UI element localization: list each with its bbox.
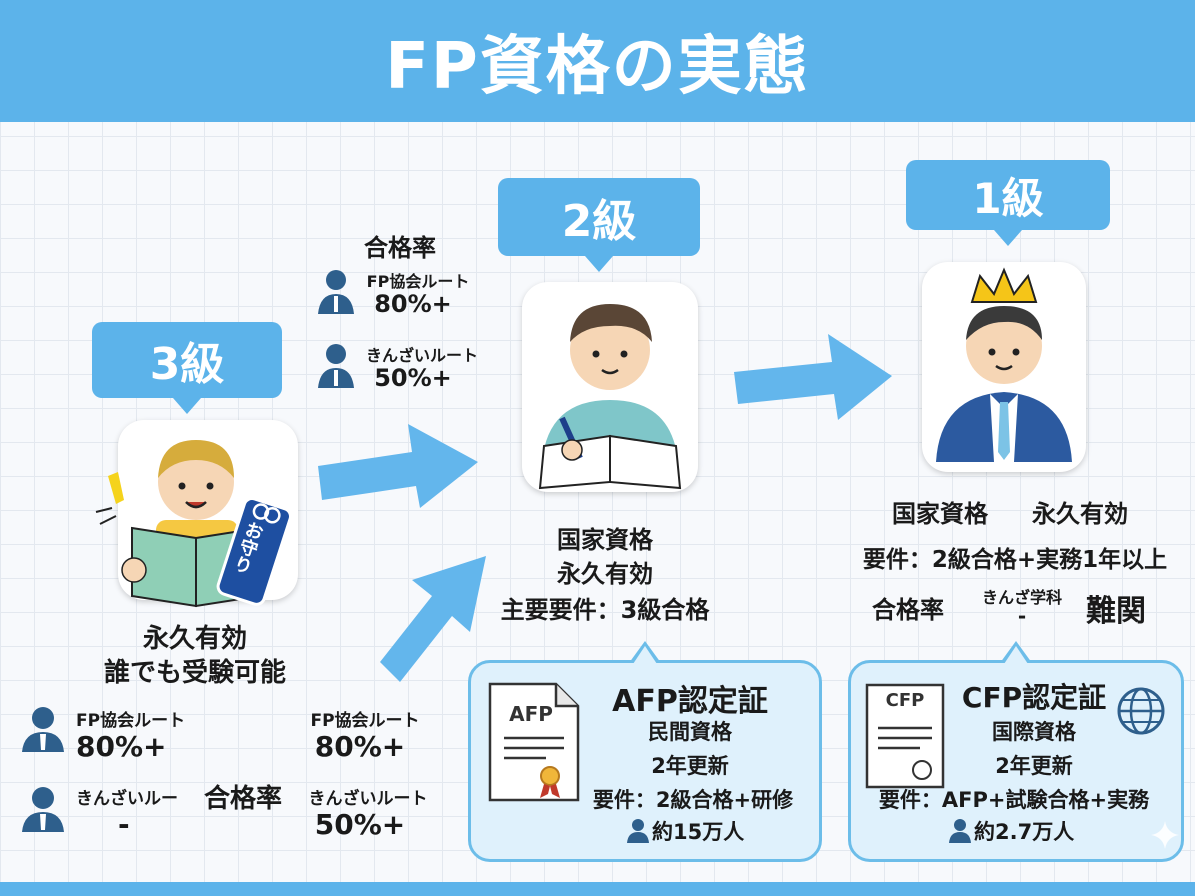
- grade1-requirement: 要件：2級合格+実務1年以上: [862, 547, 1168, 573]
- grade3-label: 3級: [149, 339, 225, 390]
- grade2-route-1-rate: 80%+: [374, 290, 452, 318]
- grade3-character: [95, 440, 292, 608]
- cfp-line-1: 国際資格: [992, 720, 1076, 744]
- footer-bar: [0, 882, 1195, 896]
- amulet-icon: [216, 497, 292, 606]
- afp-title: AFP認定証: [612, 684, 768, 719]
- cfp-line-2: 2年更新: [995, 754, 1073, 778]
- grade2-character: [538, 304, 682, 490]
- grade2-desc-1: 国家資格: [557, 526, 653, 554]
- grade2-route-1-name: FP協会ルート: [366, 272, 470, 291]
- grade1-difficulty: 難関: [1086, 594, 1146, 629]
- grade1-label: 1級: [972, 173, 1044, 223]
- grade3-route-left-1-rate: 80%+: [76, 730, 167, 763]
- arrow-3-to-2-lower: [380, 556, 486, 682]
- grade3-route-right-1-rate: 80%+: [314, 730, 406, 763]
- grade1-route-rate: -: [1017, 604, 1027, 628]
- afp-line-1: 民間資格: [648, 720, 732, 744]
- grade3-desc-2: 誰でも受験可能: [103, 658, 286, 688]
- grade1-desc-b: 永久有効: [1032, 500, 1128, 528]
- certificate-icon: [865, 683, 945, 789]
- grade1-badge: 1級: [906, 160, 1110, 246]
- grade3-desc-1: 永久有効: [142, 624, 247, 654]
- person-icon: [22, 707, 64, 752]
- grade3-route-left-1-name: FP協会ルート: [76, 711, 186, 731]
- grade1-pass-rate-label: 合格率: [872, 596, 944, 624]
- grade2-desc-2: 永久有効: [557, 560, 653, 588]
- grade3-pass-rate-label: 合格率: [204, 784, 283, 814]
- grade1-character: [936, 267, 1072, 462]
- grade2-label: 2級: [561, 196, 637, 247]
- grade1-desc-a: 国家資格: [892, 500, 988, 528]
- afp-line-2: 2年更新: [651, 754, 729, 778]
- person-icon: [22, 787, 64, 832]
- arrow-3-to-2-upper: [318, 424, 478, 508]
- certificate-icon: [488, 682, 580, 802]
- page-title: FP資格の実態: [385, 30, 810, 104]
- title-banner: FP資格の実態: [0, 0, 1195, 122]
- grade2-pass-rate-label: 合格率: [364, 234, 436, 262]
- grade3-route-right-2-rate: 50%+: [314, 808, 406, 841]
- cfp-line-3: 要件：AFP+試験合格+実務: [878, 788, 1150, 812]
- cfp-title: CFP認定証: [961, 681, 1107, 714]
- person-icon: [627, 819, 649, 843]
- grade2-route-2-name: きんざいルート: [365, 346, 478, 365]
- grade3-route-left-2-rate: -: [118, 808, 130, 841]
- grade2-route-2-rate: 50%+: [374, 364, 452, 392]
- notebook-icon: [538, 434, 682, 490]
- afp-line-3: 要件：2級合格+研修: [592, 788, 794, 812]
- cfp-doc-label: CFP: [885, 690, 925, 711]
- grade2-desc-3: 主要要件：3級合格: [500, 596, 710, 624]
- globe-icon: [1117, 687, 1165, 735]
- afp-doc-label: AFP: [509, 702, 553, 726]
- afp-holders: 約15万人: [652, 820, 745, 844]
- sparkle-icon: [1151, 821, 1179, 849]
- person-icon: [949, 819, 971, 843]
- grade3-badge: 3級: [92, 322, 282, 414]
- grade3-route-right-2-name: きんざいルート: [308, 789, 428, 809]
- crown-icon: [970, 267, 1038, 303]
- grade2-badge: 2級: [498, 178, 700, 272]
- cfp-holders: 約2.7万人: [974, 820, 1075, 844]
- spark-icon: [95, 472, 124, 525]
- person-icon: [318, 344, 354, 388]
- grade1-route-name: きんざ学科: [981, 588, 1062, 607]
- arrow-2-to-1: [734, 334, 892, 420]
- grade3-route-right-1-name: FP協会ルート: [310, 711, 420, 731]
- grade3-route-left-2-name: きんざいルー: [76, 789, 178, 809]
- person-icon: [318, 270, 354, 314]
